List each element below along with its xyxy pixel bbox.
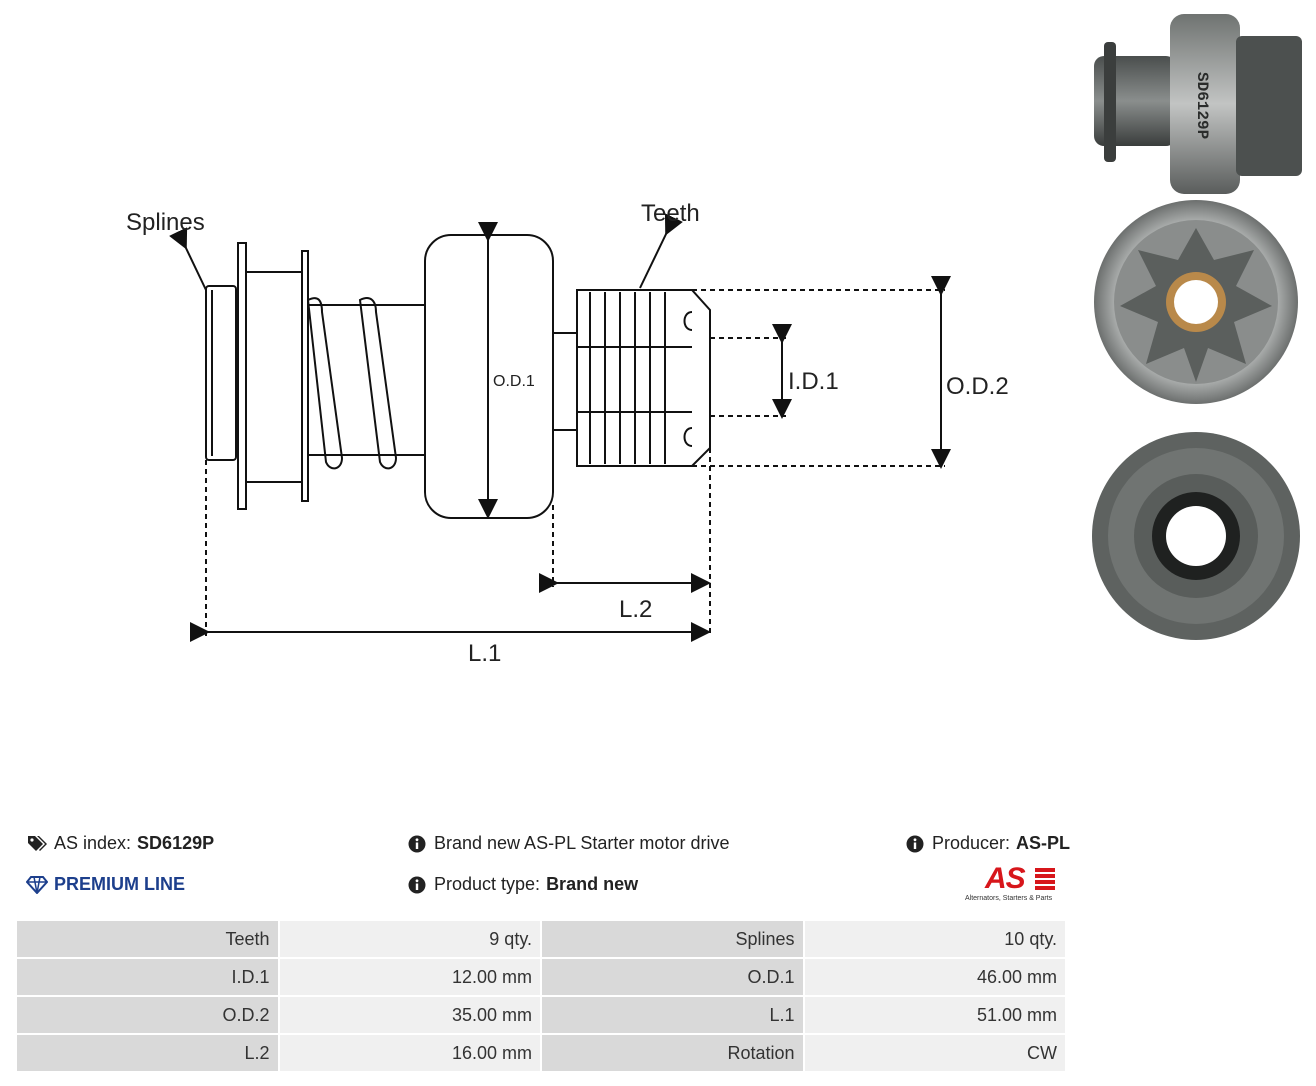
tags-icon bbox=[26, 835, 48, 853]
label-splines: Splines bbox=[126, 209, 205, 236]
label-l2: L.2 bbox=[619, 596, 652, 623]
spec-value: 16.00 mm bbox=[277, 1033, 542, 1073]
as-index-value: SD6129P bbox=[137, 833, 215, 853]
label-id1: I.D.1 bbox=[788, 368, 839, 395]
spec-value: 9 qty. bbox=[277, 919, 542, 959]
table-row: O.D.2 35.00 mm L.1 51.00 mm bbox=[15, 995, 1067, 1035]
product-type-value: Brand new bbox=[546, 874, 639, 894]
description-text: Brand new AS-PL Starter motor drive bbox=[434, 833, 730, 853]
spec-label: O.D.2 bbox=[15, 995, 280, 1035]
product-type-label: Product type: bbox=[434, 874, 541, 894]
logo-stripes-icon bbox=[1035, 868, 1055, 890]
info-icon bbox=[406, 876, 428, 894]
spec-value: 10 qty. bbox=[802, 919, 1067, 959]
spec-label: Splines bbox=[540, 919, 805, 959]
spec-label: Rotation bbox=[540, 1033, 805, 1073]
product-photos: SD6129P bbox=[1086, 0, 1316, 660]
logo-mark: AS bbox=[985, 862, 1026, 895]
spec-label: L.1 bbox=[540, 995, 805, 1035]
premium-line-label: PREMIUM LINE bbox=[54, 874, 186, 894]
specs-table: Teeth 9 qty. Splines 10 qty. I.D.1 12.00… bbox=[15, 919, 1067, 1073]
spec-value: 51.00 mm bbox=[802, 995, 1067, 1035]
spec-value: 35.00 mm bbox=[277, 995, 542, 1035]
label-teeth: Teeth bbox=[641, 200, 700, 227]
photo-side-view: SD6129P bbox=[1094, 14, 1302, 194]
product-info: AS index: SD6129P PREMIUM LINE Brand new… bbox=[26, 830, 1076, 910]
spec-label: O.D.1 bbox=[540, 957, 805, 997]
table-row: Teeth 9 qty. Splines 10 qty. bbox=[15, 919, 1067, 959]
as-pl-logo: AS Alternators, Starters & Parts bbox=[963, 862, 1071, 908]
producer-value: AS-PL bbox=[1016, 833, 1071, 853]
product-type: Product type: Brand new bbox=[406, 874, 638, 895]
spec-label: Teeth bbox=[15, 919, 280, 959]
as-index: AS index: SD6129P bbox=[26, 833, 214, 854]
photo-part-marking: SD6129P bbox=[1193, 72, 1211, 139]
logo-tagline: Alternators, Starters & Parts bbox=[965, 895, 1053, 902]
table-row: I.D.1 12.00 mm O.D.1 46.00 mm bbox=[15, 957, 1067, 997]
premium-line-badge: PREMIUM LINE bbox=[26, 874, 185, 895]
producer: Producer: AS-PL bbox=[904, 833, 1070, 854]
spec-value: 12.00 mm bbox=[277, 957, 542, 997]
photo-rear-view bbox=[1092, 432, 1300, 640]
label-l1: L.1 bbox=[468, 640, 501, 667]
technical-drawing: Splines Teeth O.D.1 I.D.1 O.D.2 L.2 L.1 bbox=[126, 200, 1009, 667]
spec-label: I.D.1 bbox=[15, 957, 280, 997]
diamond-icon bbox=[26, 875, 48, 894]
info-icon bbox=[904, 835, 926, 853]
spec-value: CW bbox=[802, 1033, 1067, 1073]
spec-label: L.2 bbox=[15, 1033, 280, 1073]
producer-label: Producer: bbox=[932, 833, 1011, 853]
photo-front-view bbox=[1094, 200, 1298, 404]
description: Brand new AS-PL Starter motor drive bbox=[406, 833, 729, 854]
label-od1: O.D.1 bbox=[493, 373, 535, 390]
spec-value: 46.00 mm bbox=[802, 957, 1067, 997]
table-row: L.2 16.00 mm Rotation CW bbox=[15, 1033, 1067, 1073]
as-index-label: AS index: bbox=[54, 833, 132, 853]
info-icon bbox=[406, 835, 428, 853]
label-od2: O.D.2 bbox=[946, 373, 1009, 400]
